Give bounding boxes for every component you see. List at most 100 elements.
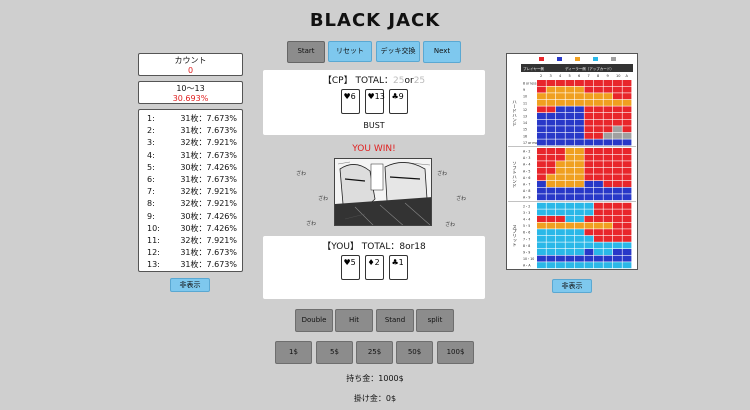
- strategy-cell: [575, 119, 584, 126]
- strategy-cell: [556, 242, 565, 249]
- legend-swatch: [557, 57, 562, 61]
- strategy-cell: [556, 181, 565, 187]
- strategy-cell: [584, 132, 594, 139]
- strategy-cell: [613, 187, 622, 194]
- strategy-cell: [622, 229, 632, 236]
- deck-row: 10:30枚：7.426%: [147, 223, 242, 235]
- strategy-cell: [603, 119, 613, 126]
- strategy-cell: [556, 255, 565, 262]
- strategy-cell: [594, 139, 603, 146]
- strategy-cell: [575, 262, 584, 269]
- strategy-cell: [546, 99, 556, 106]
- legend-swatch: [593, 57, 598, 61]
- strategy-cell: [603, 174, 613, 181]
- deck-count: 31枚：7.673%: [180, 174, 237, 184]
- bet-5-button[interactable]: 5$: [316, 341, 353, 364]
- player-cards: ♥5 ♦2 ♣1: [263, 255, 485, 280]
- strategy-cell: [584, 119, 594, 126]
- strategy-cell: [575, 222, 584, 229]
- strategy-cell: [603, 80, 613, 86]
- strategy-cell: [622, 126, 632, 133]
- strategy-cell: [622, 113, 632, 119]
- reset-button[interactable]: リセット: [328, 41, 372, 62]
- strategy-cell: [537, 249, 546, 255]
- stand-button[interactable]: Stand: [376, 309, 414, 332]
- strategy-cell: [546, 161, 556, 168]
- deck-count: 32枚：7.921%: [180, 138, 237, 148]
- strategy-cell: [594, 154, 603, 161]
- deck-count: 31枚：7.673%: [180, 150, 237, 160]
- strategy-cell: [575, 249, 584, 255]
- strategy-cell: [584, 194, 594, 201]
- hit-button[interactable]: Hit: [335, 309, 373, 332]
- strategy-cell: [613, 148, 622, 154]
- double-button[interactable]: Double: [295, 309, 333, 332]
- strategy-cell: [594, 161, 603, 168]
- strategy-cell: [556, 106, 565, 113]
- strategy-cell: [575, 255, 584, 262]
- start-button[interactable]: Start: [287, 41, 325, 63]
- strategy-cell: [584, 202, 594, 209]
- player-hand-label: 14: [523, 121, 527, 125]
- strategy-cell: [594, 262, 603, 269]
- strategy-cell: [584, 99, 594, 106]
- dealer-card-label: 5: [569, 74, 571, 78]
- strategy-cell: [556, 119, 565, 126]
- bet-100-button[interactable]: 100$: [437, 341, 474, 364]
- deck-rank: 9:: [147, 211, 155, 221]
- strategy-cell: [575, 113, 584, 119]
- player-hand-label: 2・2: [523, 204, 530, 208]
- strategy-cell: [575, 106, 584, 113]
- strategy-cell: [546, 126, 556, 133]
- strategy-cell: [537, 119, 546, 126]
- deck-count: 32枚：7.921%: [180, 235, 237, 245]
- strategy-cell: [613, 86, 622, 93]
- manga-drawing: [335, 159, 431, 225]
- strategy-cell: [603, 209, 613, 216]
- strategy-cell: [565, 181, 575, 187]
- split-button[interactable]: split: [416, 309, 454, 332]
- strategy-cell: [546, 148, 556, 154]
- strategy-cell: [594, 209, 603, 216]
- strategy-cell: [575, 86, 584, 93]
- player-hand-label: A・A: [523, 264, 531, 268]
- strategy-cell: [603, 187, 613, 194]
- strategy-cell: [537, 187, 546, 194]
- strategy-cell: [546, 154, 556, 161]
- hide-count-button[interactable]: 非表示: [170, 278, 210, 292]
- strategy-cell: [622, 99, 632, 106]
- strategy-cell: [556, 99, 565, 106]
- strategy-cell: [603, 194, 613, 201]
- deck-change-button[interactable]: デッキ交換: [376, 41, 420, 62]
- bet-50-button[interactable]: 50$: [396, 341, 433, 364]
- deck-row: 4:31枚：7.673%: [147, 150, 242, 162]
- strategy-cell: [622, 235, 632, 242]
- strategy-cell: [603, 126, 613, 133]
- strategy-cell: [556, 262, 565, 269]
- strategy-cell: [613, 106, 622, 113]
- legend-swatch: [613, 263, 617, 266]
- strategy-cell: [613, 113, 622, 119]
- strategy-cell: [584, 154, 594, 161]
- player-total-value: 8or18: [399, 242, 426, 252]
- strategy-cell: [575, 126, 584, 133]
- strategy-cell: [556, 80, 565, 86]
- strategy-cell: [613, 222, 622, 229]
- strategy-cell: [594, 93, 603, 100]
- bet-25-button[interactable]: 25$: [356, 341, 393, 364]
- strategy-cell: [546, 235, 556, 242]
- strategy-cell: [546, 255, 556, 262]
- hide-strategy-button[interactable]: 非表示: [552, 279, 592, 293]
- strategy-cell: [594, 113, 603, 119]
- strategy-cell: [537, 167, 546, 174]
- dealer-total-label: TOTAL：: [355, 76, 394, 86]
- dealer-total-or: or: [404, 76, 414, 86]
- strategy-cell: [584, 106, 594, 113]
- player-hand-label: 5・5: [523, 224, 530, 228]
- deck-rank: 8:: [147, 199, 155, 209]
- next-button[interactable]: Next: [423, 41, 461, 63]
- bet-1-button[interactable]: 1$: [275, 341, 312, 364]
- strategy-cell: [613, 126, 622, 133]
- deck-rank: 1:: [147, 114, 155, 123]
- player-hand-label: A・4: [523, 163, 530, 167]
